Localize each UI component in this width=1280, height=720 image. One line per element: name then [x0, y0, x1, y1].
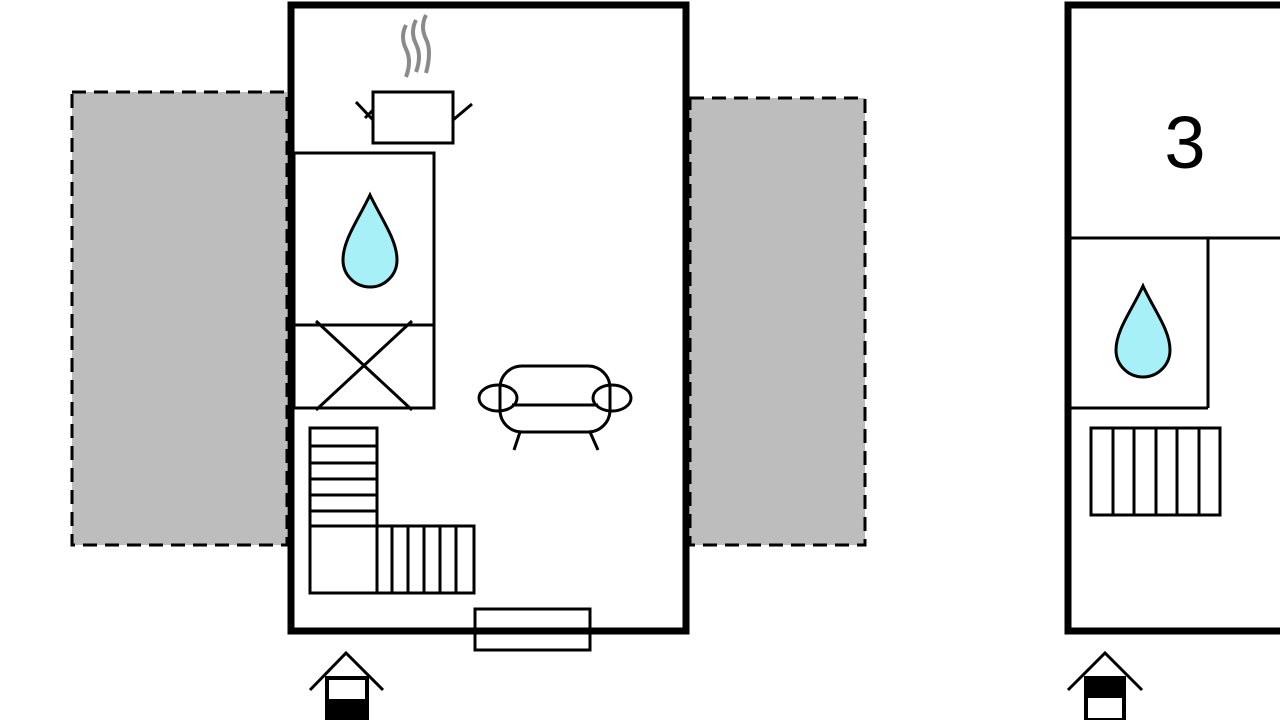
room-label: 3 [1164, 101, 1205, 184]
first-floor-walls [1064, 1, 1280, 635]
ground-floor-walls [287, 1, 690, 635]
storage-room [292, 323, 436, 410]
water-drop-icon [341, 191, 399, 289]
entrance-icon [1066, 650, 1144, 720]
ground-floor [70, 1, 867, 720]
entrance-icon [308, 650, 385, 720]
cooking-pot-icon [354, 14, 473, 145]
terrace-left [70, 90, 289, 547]
window [473, 607, 592, 652]
terrace-right [688, 96, 867, 547]
water-drop-icon [1114, 282, 1172, 379]
stairs-icon [308, 426, 476, 595]
sofa-icon [477, 364, 633, 451]
first-floor: 3 [1064, 1, 1280, 720]
stairs-icon [1089, 426, 1222, 517]
